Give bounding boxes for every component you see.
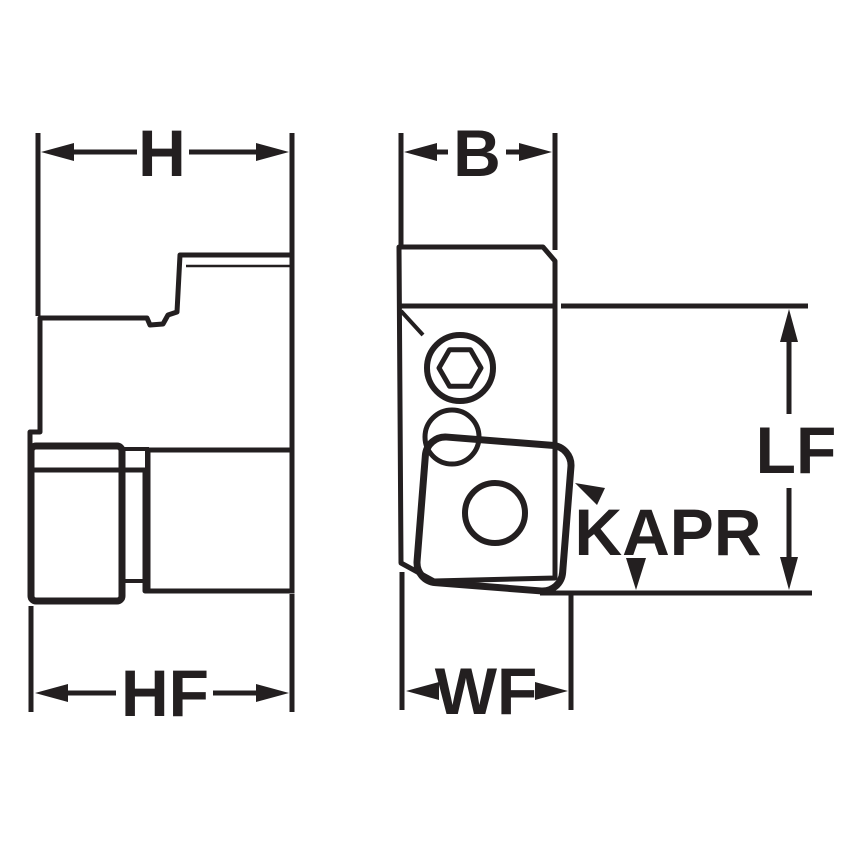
dimension-wf: WF	[399, 572, 574, 728]
side-view-body	[27, 252, 295, 594]
b-arrow-right	[519, 143, 552, 161]
wf-label: WF	[435, 654, 538, 728]
insert-hole	[462, 480, 528, 546]
h-arrow-right	[256, 143, 289, 161]
hf-label: HF	[121, 656, 209, 730]
hf-arrow-left	[35, 684, 68, 702]
screw-hex-socket	[436, 347, 484, 389]
front-view	[396, 244, 575, 595]
b-label: B	[453, 116, 501, 190]
h-label: H	[138, 116, 186, 190]
wf-arrow-right	[535, 682, 568, 700]
front-view-insert	[413, 433, 575, 595]
side-view-insert	[27, 442, 126, 605]
lf-arrow-up	[780, 309, 798, 342]
kapr-arrow-down	[626, 558, 646, 590]
dimension-b: B	[398, 116, 558, 250]
dimension-h: H	[35, 116, 295, 316]
hf-arrow-right	[256, 684, 289, 702]
side-view-head-block	[145, 447, 295, 594]
dimension-hf: HF	[28, 594, 295, 730]
kapr-label: KAPR	[574, 495, 761, 569]
lf-label: LF	[756, 413, 837, 487]
side-view	[27, 252, 295, 605]
screw-head-circle	[424, 332, 496, 404]
front-view-body	[396, 244, 558, 584]
b-arrow-left	[404, 143, 437, 161]
dimension-kapr: KAPR	[574, 483, 762, 590]
dimension-lf: LF	[540, 303, 837, 596]
wf-arrow-left	[406, 682, 439, 700]
front-view-chamfer-line	[399, 309, 425, 337]
lf-arrow-down	[780, 557, 798, 590]
kapr-arrow-edge	[575, 483, 605, 505]
h-arrow-left	[41, 143, 74, 161]
